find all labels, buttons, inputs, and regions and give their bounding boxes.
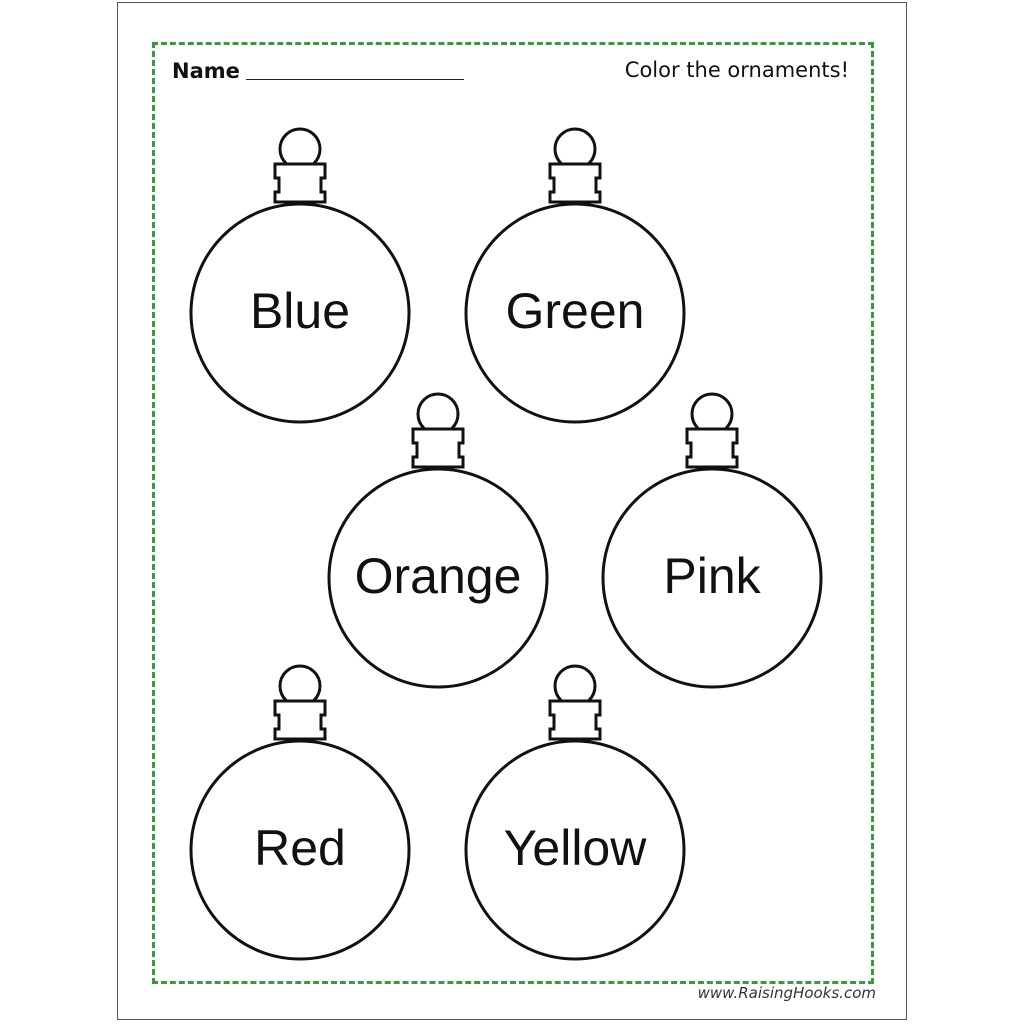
ornament-label-green: Green [505,283,645,339]
name-blank-line [245,79,464,80]
ornament-orange [327,392,549,689]
ornament-green [464,127,686,424]
website-credit: www.RaisingHooks.com [697,984,876,1002]
ornament-label-red: Red [254,820,346,876]
ornament-label-yellow: Yellow [503,820,647,876]
ornament-red [189,664,411,961]
name-label: Name [172,59,240,83]
dashed-border-frame [152,42,874,984]
ornament-blue [189,127,411,424]
ornament-pink [601,392,823,689]
ornament-yellow [464,664,686,961]
ornament-label-blue: Blue [249,283,351,339]
ornament-label-orange: Orange [354,548,522,604]
ornament-label-pink: Pink [663,548,761,604]
name-field: Name [172,55,464,85]
instruction-text: Color the ornaments! [624,58,849,82]
